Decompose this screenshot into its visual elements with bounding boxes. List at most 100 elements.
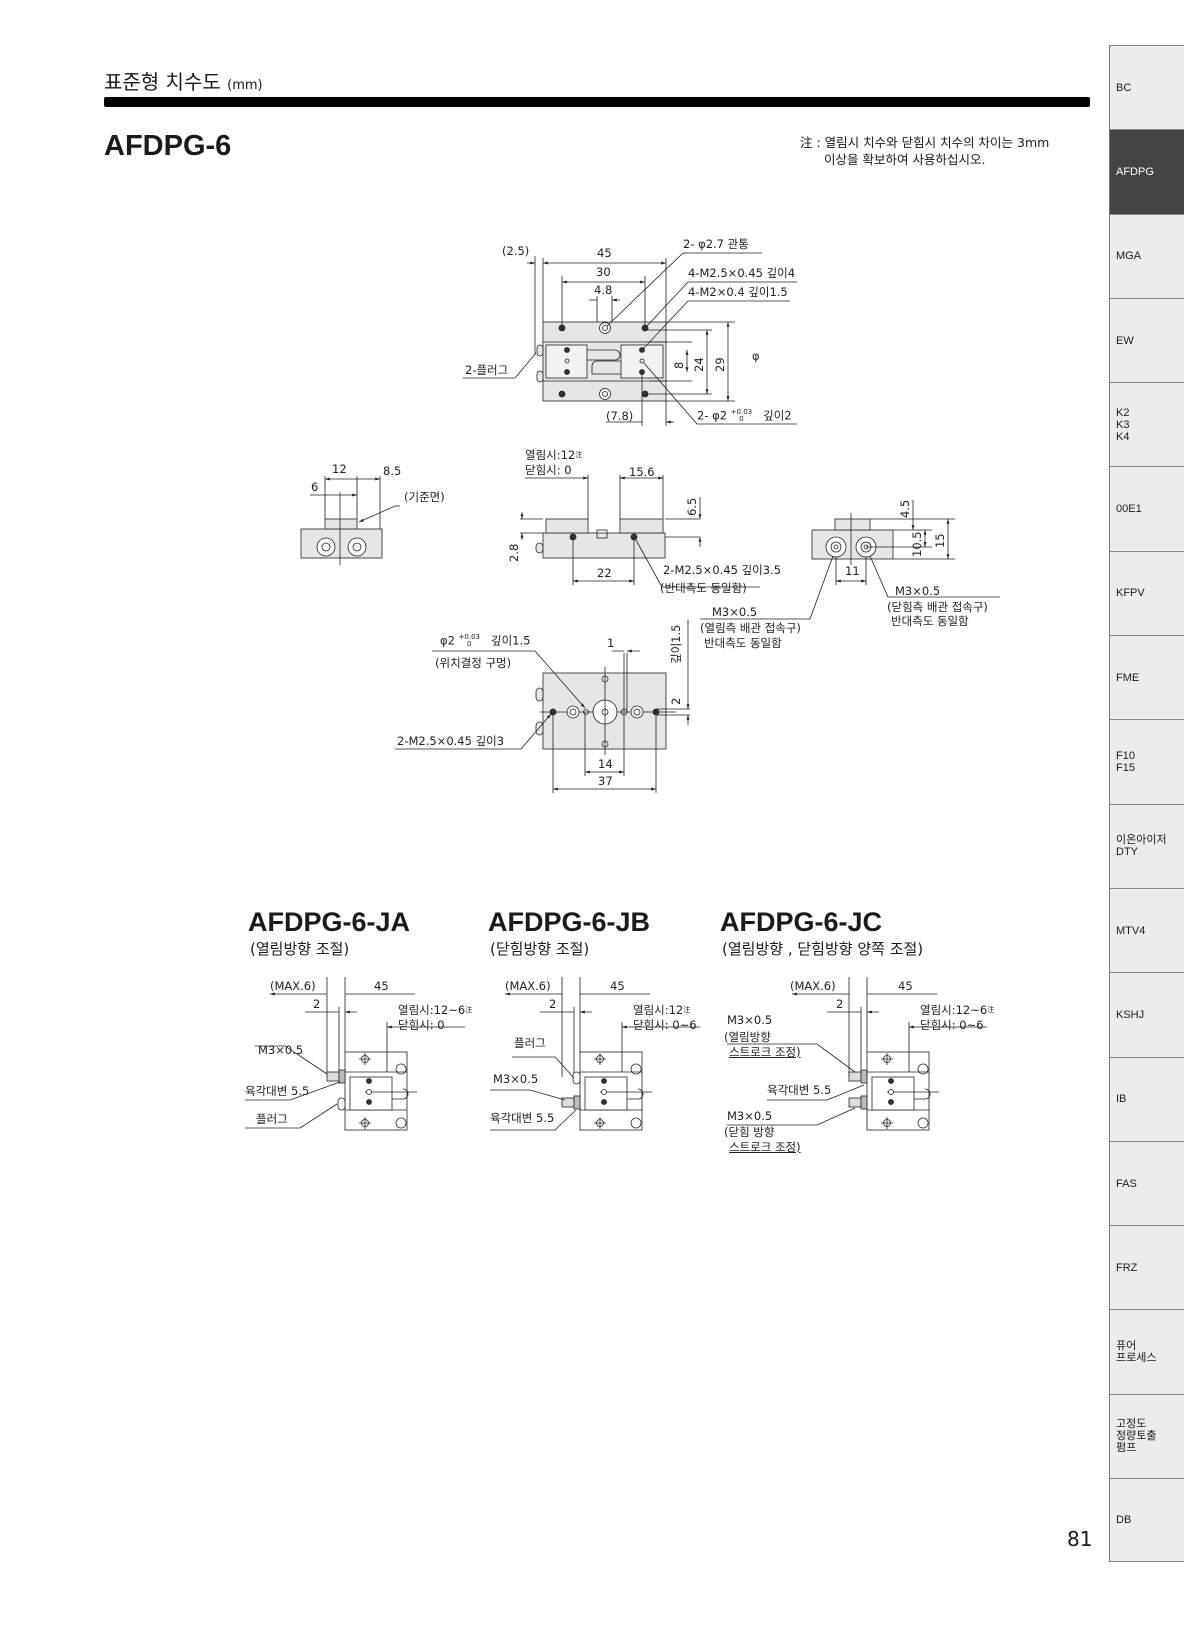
note-mark: 注 (683, 1006, 691, 1014)
jc-bolt-open: M3×0.5 (727, 1013, 773, 1027)
side-tab-afdpg[interactable]: AFDPG (1109, 129, 1184, 214)
side-tab-고정도[interactable]: 고정도 정량토출 펌프 (1109, 1393, 1184, 1479)
jb-open-text: 열림시:12 (633, 1003, 684, 1017)
variant-jc-caption: (열림방향 , 닫힘방향 양쪽 조절) (722, 940, 924, 958)
reference-face-label: (기준면) (404, 490, 445, 504)
side-tab-label: MGA (1116, 250, 1142, 263)
ja-open: 열림시:12~6注 (398, 1004, 472, 1017)
side-tab-fas[interactable]: FAS (1109, 1140, 1184, 1226)
note-mark: 注 (575, 451, 583, 459)
ja-max: (MAX.6) (270, 979, 316, 993)
side-tab-label: IB (1116, 1093, 1127, 1106)
side-tab-label: FME (1116, 671, 1140, 684)
open-port-same: 반대측도 동일함 (704, 636, 782, 650)
note-line-1: 注 : 열림시 치수와 닫힘시 치수의 차이는 3mm (800, 135, 1050, 150)
through-hole-label: 2- φ2.7 관통 (683, 237, 749, 251)
title-divider-bar (104, 97, 1090, 107)
left-end-view-drawing (300, 476, 400, 565)
side-tab-00e1[interactable]: 00E1 (1109, 466, 1184, 551)
dim-24: 24 (692, 357, 706, 372)
variant-ja-caption: (열림방향 조절) (250, 940, 350, 958)
page-number: 81 (1067, 1527, 1093, 1551)
close-stroke-label: 닫힘시: 0 (525, 463, 572, 477)
dim-7-8: (7.8) (606, 409, 634, 423)
side-tab-label: AFDPG (1116, 165, 1154, 178)
variant-jb-drawing (490, 977, 700, 1131)
side-tab-ew[interactable]: EW (1109, 297, 1184, 383)
side-tab-label: EW (1116, 334, 1134, 347)
side-tab-kfpv[interactable]: KFPV (1109, 550, 1184, 636)
pin-text: φ2 (440, 633, 455, 648)
jb-max: (MAX.6) (505, 979, 551, 993)
dim-15-6: 15.6 (629, 465, 655, 479)
side-tap-label: 2-M2.5×0.45 깊이3.5 (663, 563, 782, 577)
ja-close: 닫힘시: 0 (398, 1018, 445, 1032)
variant-jb-caption: (닫힘방향 조절) (490, 940, 590, 958)
dim-10-5: 10.5 (910, 531, 924, 557)
side-tab-frz[interactable]: FRZ (1109, 1225, 1184, 1310)
open-port-label: M3×0.5 (712, 605, 758, 619)
dimension-note: 注 : 열림시 치수와 닫힘시 치수의 차이는 3mm 이상을 확보하여 사용하… (800, 134, 1049, 168)
side-tab-ib[interactable]: IB (1109, 1056, 1184, 1141)
side-tab-label: 00E1 (1116, 503, 1142, 516)
jc-max: (MAX.6) (790, 979, 836, 993)
side-tab-bc[interactable]: BC (1109, 45, 1184, 130)
side-tab-이온아이저[interactable]: 이온아이저 DTY (1109, 803, 1184, 888)
jc-bolt-open-desc1: (열림방향 (724, 1030, 771, 1044)
side-tab-label: F10 F15 (1116, 750, 1135, 775)
side-tab-label: FAS (1116, 1177, 1137, 1190)
side-tab-kshj[interactable]: KSHJ (1109, 972, 1184, 1057)
same-other-side-label: (반대측도 동일함) (660, 581, 747, 595)
side-tab-fme[interactable]: FME (1109, 635, 1184, 720)
top-view-drawing (463, 252, 797, 426)
side-tab-mga[interactable]: MGA (1109, 213, 1184, 298)
tol-lower: 0 (467, 640, 472, 648)
pin-depth: 깊이1.5 (490, 633, 531, 648)
dim-30: 30 (596, 265, 611, 279)
tap-m25-label: 4-M2.5×0.45 깊이4 (688, 266, 796, 280)
dim-8-5: 8.5 (383, 464, 402, 478)
jc-bolt-close: M3×0.5 (727, 1109, 773, 1123)
dim-2-5: (2.5) (502, 244, 530, 258)
side-tab-db[interactable]: DB (1109, 1478, 1184, 1563)
unit-label: (mm) (227, 78, 263, 93)
jb-bolt: M3×0.5 (493, 1072, 539, 1086)
side-tab-mtv4[interactable]: MTV4 (1109, 887, 1184, 973)
dim-4-5: 4.5 (898, 499, 912, 518)
pin-hole-text: 2- φ2 (697, 408, 728, 423)
side-tab-k2[interactable]: K2 K3 K4 (1109, 382, 1184, 467)
side-tab-label: DB (1116, 1514, 1132, 1527)
side-tab-f10[interactable]: F10 F15 (1109, 719, 1184, 804)
jb-open: 열림시:12注 (633, 1004, 690, 1017)
bottom-view-drawing (395, 620, 690, 793)
variant-jc-drawing (727, 977, 987, 1131)
variant-jb-title: AFDPG-6-JB (488, 907, 651, 937)
variant-jc-title: AFDPG-6-JC (720, 907, 883, 937)
side-tab-label: FRZ (1116, 1261, 1138, 1274)
open-text: 열림시:12 (525, 448, 576, 462)
vertical-pin-dim: 2 (669, 697, 683, 705)
tol-upper: +0.03 (730, 408, 753, 416)
jc-close: 닫힘시: 0~6 (920, 1018, 984, 1032)
jc-open-text: 열림시:12~6 (920, 1003, 988, 1017)
dim-45: 45 (597, 246, 612, 260)
variant-ja-drawing (245, 977, 465, 1131)
dim-6-5: 6.5 (685, 497, 699, 516)
side-tab-퓨어[interactable]: 퓨어 프로세스 (1109, 1309, 1184, 1394)
variant-ja-title: AFDPG-6-JA (248, 907, 411, 937)
dim-1: 1 (607, 636, 615, 650)
jc-open: 열림시:12~6注 (920, 1004, 994, 1017)
side-tab-label: MTV4 (1116, 924, 1146, 937)
section-title-text: 표준형 치수도 (104, 70, 221, 94)
dim-37: 37 (598, 774, 613, 788)
depth-vertical: 깊이1.5 (669, 624, 683, 664)
jb-dim-2: 2 (549, 997, 557, 1011)
close-port-desc: (닫힘측 배관 접속구) (887, 600, 988, 614)
note-mark: 注 (465, 1006, 473, 1014)
ja-dim-45: 45 (374, 979, 389, 993)
side-tab-label: K2 K3 K4 (1116, 406, 1130, 443)
side-tab-label: 퓨어 프로세스 (1116, 1340, 1157, 1365)
